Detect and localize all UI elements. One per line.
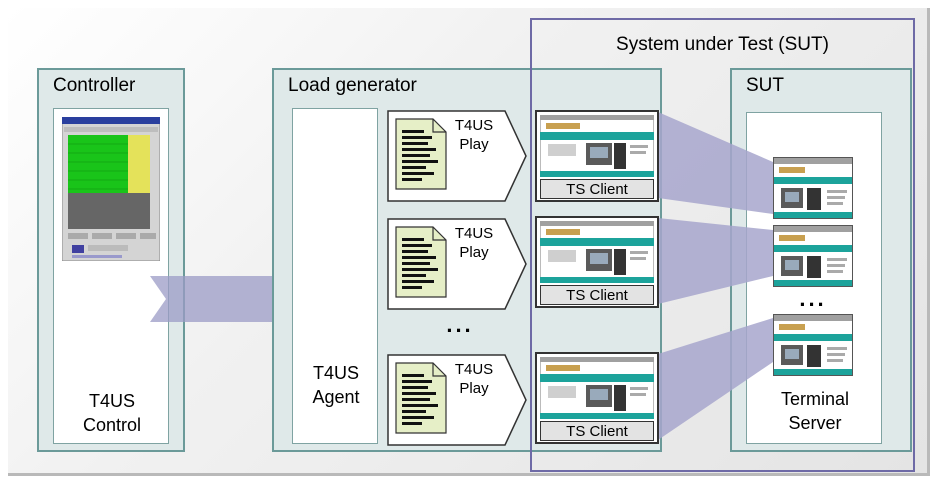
server-screenshot-icon xyxy=(773,225,853,287)
agent-label-line2: Agent xyxy=(312,387,360,407)
system-under-test-title: System under Test (SUT) xyxy=(616,34,829,55)
agent-label-line1: T4US xyxy=(312,363,359,383)
play-label-line1: T4US xyxy=(454,225,494,242)
document-icon xyxy=(395,118,447,190)
client-screenshot-icon xyxy=(540,221,654,283)
controller-group: Controller T4US Control xyxy=(37,68,185,452)
connection-beam-2 xyxy=(658,218,773,304)
terminal-server-label-line2: Server xyxy=(788,413,842,433)
terminal-server-label: Terminal Server xyxy=(747,387,883,435)
terminal-server-label-line1: Terminal xyxy=(780,389,850,409)
ts-client-2: TS Client xyxy=(535,216,659,308)
controller-title: Controller xyxy=(53,75,136,96)
play-label: T4US Play xyxy=(449,224,499,262)
controller-label: T4US Control xyxy=(54,389,170,437)
controller-panel: T4US Control xyxy=(53,108,169,444)
spreadsheet-screenshot-icon xyxy=(62,117,160,261)
controller-label-line1: T4US xyxy=(88,391,135,411)
agent-panel: T4US Agent xyxy=(292,108,378,444)
document-icon xyxy=(395,226,447,298)
controller-label-line2: Control xyxy=(82,415,142,435)
load-generator-title: Load generator xyxy=(288,75,417,96)
server-screenshot-icon xyxy=(773,314,853,376)
play-label: T4US Play xyxy=(449,116,499,154)
connection-beam-3 xyxy=(658,318,773,440)
connection-beam-1 xyxy=(658,112,773,214)
sut-group-title: SUT xyxy=(746,75,784,96)
ts-client-label: TS Client xyxy=(540,285,654,305)
play-unit-3: T4US Play xyxy=(387,354,527,446)
play-unit-2: T4US Play xyxy=(387,218,527,310)
play-label-line1: T4US xyxy=(454,117,494,134)
ts-client-label: TS Client xyxy=(540,421,654,441)
server-ellipsis: ... xyxy=(799,286,827,311)
agent-label: T4US Agent xyxy=(293,361,379,409)
play-ellipsis: ... xyxy=(446,312,474,337)
ts-client-3: TS Client xyxy=(535,352,659,444)
document-icon xyxy=(395,362,447,434)
play-label-line1: T4US xyxy=(454,361,494,378)
play-label: T4US Play xyxy=(449,360,499,398)
client-screenshot-icon xyxy=(540,115,654,177)
ts-client-label: TS Client xyxy=(540,179,654,199)
controller-to-agent-arrow xyxy=(150,270,310,328)
play-label-line2: Play xyxy=(459,136,489,153)
play-label-line2: Play xyxy=(459,244,489,261)
client-screenshot-icon xyxy=(540,357,654,419)
play-unit-1: T4US Play xyxy=(387,110,527,202)
ts-client-1: TS Client xyxy=(535,110,659,202)
server-screenshot-icon xyxy=(773,157,853,219)
system-under-test-frame xyxy=(530,18,915,472)
play-label-line2: Play xyxy=(459,380,489,397)
